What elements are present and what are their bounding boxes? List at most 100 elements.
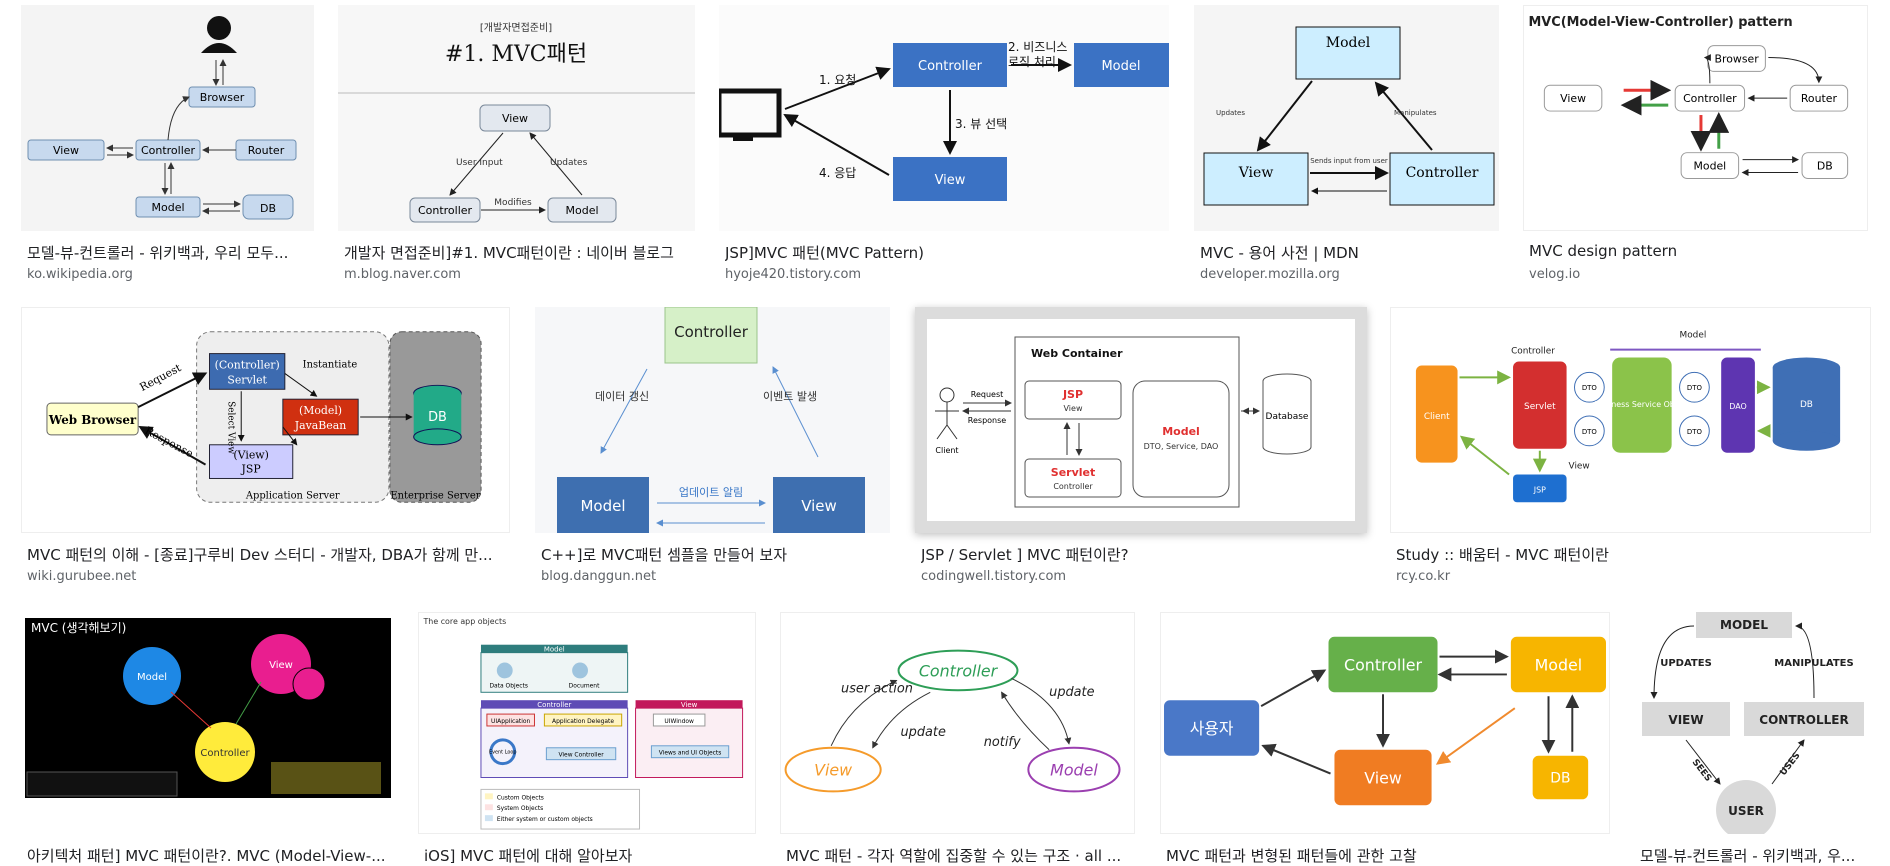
result-title[interactable]: iOS] MVC 패턴에 대해 알아보자 [424,847,633,865]
result-card[interactable]: Controller Model View 1. 요청 2. 비즈니스 로직 처… [719,5,1169,285]
result-card[interactable]: MVC (생각해보기) Model View Controller 아키텍처 패… [21,612,394,865]
mvc-diagram-image: Controller Model Client Servlet DTO DTO … [1415,331,1841,503]
result-title[interactable]: MVC 패턴의 이해 - [종료]구루비 Dev 스터디 - 개발자, DBA가… [27,546,493,564]
result-thumbnail[interactable]: 사용자 Controller Model View DB [1160,612,1610,834]
svg-text:View: View [935,173,966,188]
svg-text:Controller: Controller [141,144,196,157]
result-title[interactable]: MVC 패턴과 변형된 패턴들에 관한 고찰 [1166,847,1417,865]
svg-text:JSP: JSP [1062,388,1083,401]
result-source[interactable]: wiki.gurubee.net [27,569,137,584]
result-source[interactable]: m.blog.naver.com [344,267,461,282]
result-thumbnail[interactable]: MVC(Model-View-Controller) pattern Brows… [1523,5,1868,231]
svg-text:1. 요청: 1. 요청 [819,73,856,87]
result-thumbnail[interactable]: [개발자면접준비] #1. MVC패턴 View Controller Mode… [338,5,695,231]
result-card[interactable]: Web Browser (Controller) Servlet (Model)… [21,307,510,587]
result-source[interactable]: velog.io [1529,267,1581,282]
svg-text:Web Container: Web Container [1031,347,1123,360]
result-title[interactable]: MVC - 용어 사전 | MDN [1200,244,1359,262]
result-thumbnail[interactable]: Controller View Model user action update… [780,612,1135,834]
svg-text:(Model): (Model) [299,404,342,417]
result-card[interactable]: Web Container JSP View Servlet Controlle… [915,307,1367,587]
svg-text:Select View: Select View [225,401,235,454]
svg-text:Updates: Updates [1216,109,1245,117]
svg-text:Event Loop: Event Loop [489,750,517,756]
svg-text:DB: DB [1800,400,1813,410]
svg-text:VIEW: VIEW [1668,713,1703,727]
svg-text:View: View [502,112,528,125]
svg-text:(Controller): (Controller) [215,358,280,371]
result-card[interactable]: [개발자면접준비] #1. MVC패턴 View Controller Mode… [338,5,695,285]
result-thumbnail[interactable]: The core app objects Model Data Objects … [418,612,756,834]
svg-text:DB: DB [1817,160,1833,173]
result-card[interactable]: Controller View Model user action update… [780,612,1135,865]
result-title[interactable]: JSP / Servlet ] MVC 패턴이란? [921,546,1129,564]
result-source[interactable]: developer.mozilla.org [1200,267,1340,282]
svg-text:Controller: Controller [918,59,983,74]
svg-text:Business Service Object: Business Service Object [1594,400,1689,409]
result-source[interactable]: blog.danggun.net [541,569,657,584]
mvc-diagram-image: The core app objects Model Data Objects … [422,617,744,830]
svg-text:Enterprise Server: Enterprise Server [390,490,480,501]
result-thumbnail[interactable]: Web Browser (Controller) Servlet (Model)… [21,307,510,533]
result-source[interactable]: rcy.co.kr [1396,569,1451,584]
result-title[interactable]: C++]로 MVC패턴 셈플을 만들어 보자 [541,546,788,564]
result-card[interactable]: Model View Controller Updates Manipulate… [1194,5,1499,285]
result-title[interactable]: MVC 패턴 - 각자 역할에 집중할 수 있는 구조 · all ... [786,847,1122,865]
result-card[interactable]: 사용자 Controller Model View DB MVC 패턴과 변형된… [1160,612,1610,865]
monitor-icon [719,88,782,138]
result-thumbnail[interactable]: MVC (생각해보기) Model View Controller [21,612,394,834]
user-icon [207,16,231,40]
svg-text:Model: Model [1535,655,1583,674]
result-card[interactable]: Controller Model View 데이터 갱신 이벤트 발생 업데이트… [535,307,890,587]
mvc-diagram-image: MVC(Model-View-Controller) pattern Brows… [1528,15,1849,179]
result-title[interactable]: 아키텍처 패턴] MVC 패턴이란?. MVC (Model-View-... [27,847,386,865]
result-thumbnail[interactable]: Web Container JSP View Servlet Controlle… [915,307,1367,533]
mvc-diagram-image: Browser View Controller Router Model DB [27,16,297,220]
svg-text:업데이트 알림: 업데이트 알림 [679,485,743,499]
svg-text:Sends input from user: Sends input from user [1310,157,1388,165]
svg-text:Model: Model [1050,761,1098,780]
result-thumbnail[interactable]: Controller Model View 1. 요청 2. 비즈니스 로직 처… [719,5,1169,231]
svg-text:Response: Response [143,424,196,460]
result-source[interactable]: ko.wikipedia.org [27,267,133,282]
result-source[interactable]: codingwell.tistory.com [921,569,1067,584]
svg-text:Model: Model [1326,35,1371,51]
svg-text:Model: Model [1162,425,1200,438]
result-title[interactable]: JSP]MVC 패턴(MVC Pattern) [725,244,925,262]
svg-text:DTO: DTO [1687,428,1703,436]
result-thumbnail[interactable]: Browser View Controller Router Model DB [21,5,314,231]
svg-text:View: View [801,497,837,515]
result-card[interactable]: MVC(Model-View-Controller) pattern Brows… [1523,5,1868,285]
result-thumbnail[interactable]: Controller Model Client Servlet DTO DTO … [1390,307,1871,533]
svg-text:#1. MVC패턴: #1. MVC패턴 [445,42,587,67]
result-title[interactable]: MVC design pattern [1529,242,1678,260]
svg-text:Custom Objects: Custom Objects [497,794,544,801]
result-thumbnail[interactable]: Model View Controller Updates Manipulate… [1194,5,1499,231]
svg-text:Servlet: Servlet [1524,402,1556,412]
svg-text:Instantiate: Instantiate [303,359,358,370]
result-card[interactable]: MODEL VIEW CONTROLLER USER UPDATES MANIP… [1634,612,1868,865]
svg-text:Controller: Controller [1344,655,1422,674]
result-title[interactable]: Study :: 배움터 - MVC 패턴이란 [1396,546,1609,564]
result-card[interactable]: Browser View Controller Router Model DB … [21,5,314,285]
result-title[interactable]: 모델-뷰-컨트롤러 - 위키백과, 우리 모두... [27,244,289,262]
svg-text:Controller: Controller [1053,482,1093,491]
svg-text:DTO: DTO [1582,384,1598,392]
svg-text:Client: Client [935,446,958,455]
svg-text:DTO: DTO [1687,384,1703,392]
result-title[interactable]: 개발자 면접준비]#1. MVC패턴이란 : 네이버 블로그 [344,244,674,262]
result-source[interactable]: hyoje420.tistory.com [725,267,862,282]
result-thumbnail[interactable]: MODEL VIEW CONTROLLER USER UPDATES MANIP… [1634,612,1868,834]
svg-text:View: View [681,701,698,709]
svg-text:DAO: DAO [1729,402,1746,411]
result-title[interactable]: 모델-뷰-컨트롤러 - 위키백과, 우... [1640,847,1856,865]
svg-text:Controller: Controller [418,204,473,217]
svg-text:Application Server: Application Server [245,490,340,501]
svg-text:MVC (생각해보기): MVC (생각해보기) [31,621,126,635]
result-card[interactable]: The core app objects Model Data Objects … [418,612,756,865]
result-card[interactable]: Controller Model Client Servlet DTO DTO … [1390,307,1871,587]
svg-text:Servlet: Servlet [1051,466,1095,479]
result-thumbnail[interactable]: Controller Model View 데이터 갱신 이벤트 발생 업데이트… [535,307,890,533]
svg-text:사용자: 사용자 [1190,719,1234,738]
svg-text:Model: Model [151,201,184,214]
